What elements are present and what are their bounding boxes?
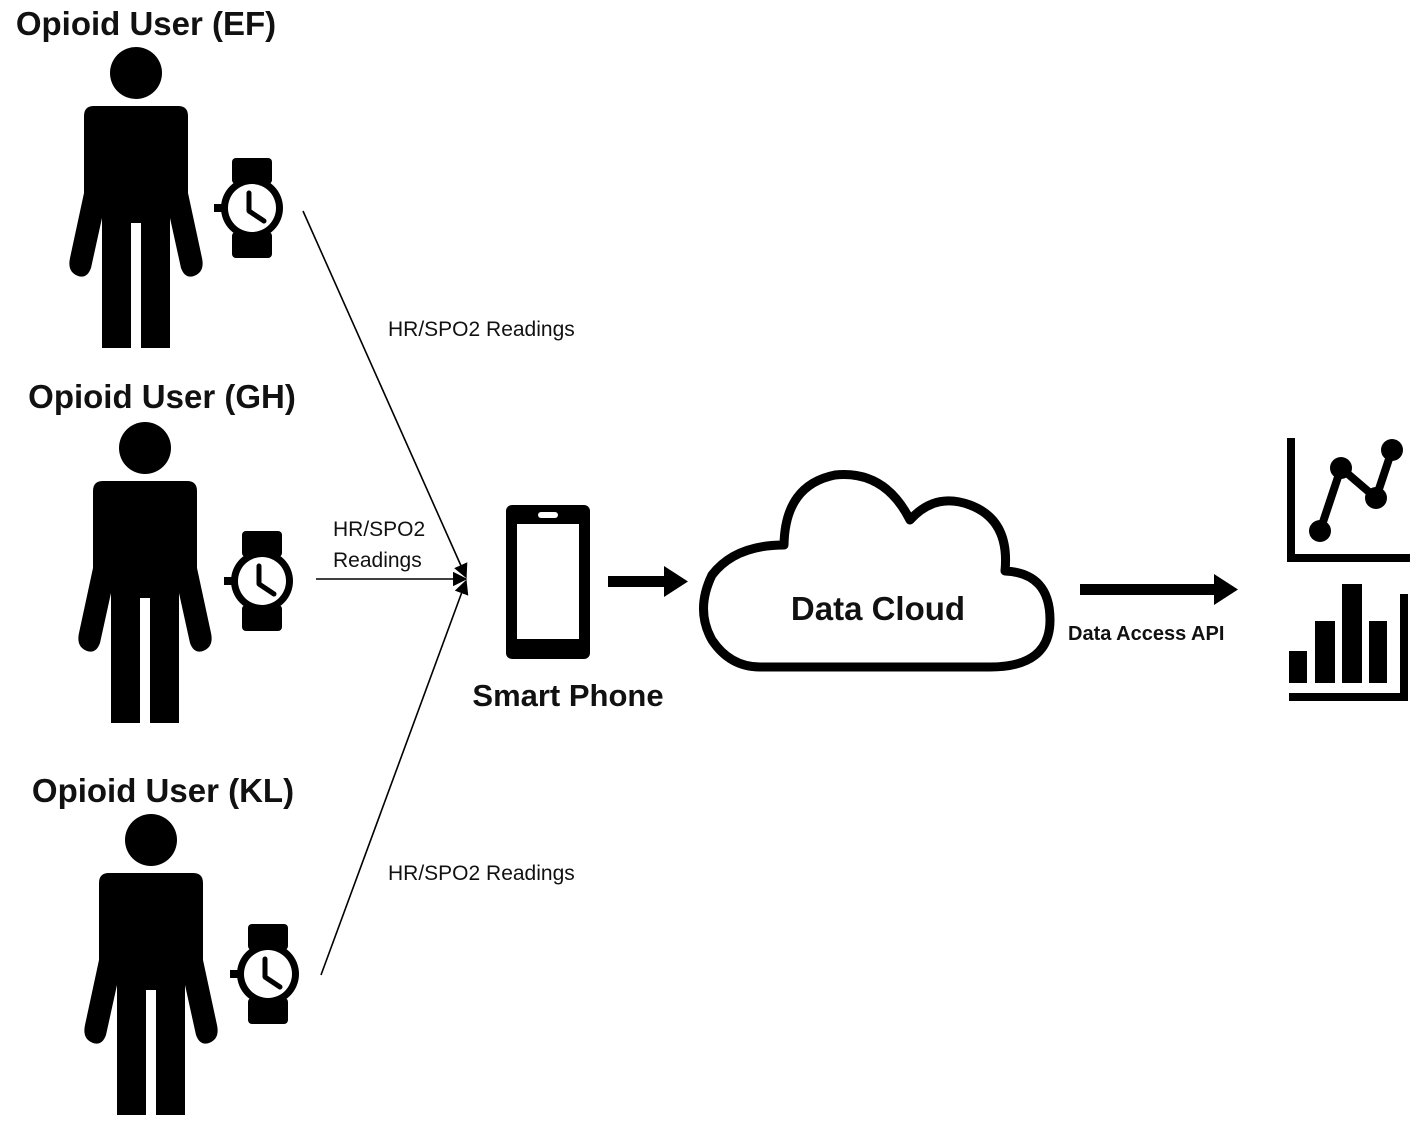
connector-line-bottom — [320, 579, 469, 976]
reading-label-middle-line1: HR/SPO2 — [333, 518, 425, 541]
person-icon — [84, 814, 218, 1120]
cloud-icon — [699, 470, 1055, 672]
user-label-kl: Opioid User (KL) — [32, 772, 294, 809]
line-chart-icon — [1287, 438, 1410, 562]
smartwatch-icon — [214, 158, 283, 258]
person-icon — [78, 422, 212, 728]
bar-chart-icon — [1289, 584, 1408, 701]
cloud-label: Data Cloud — [791, 590, 965, 627]
phone-to-cloud-arrow — [608, 566, 688, 597]
cloud-to-charts-arrow — [1080, 574, 1238, 605]
reading-label-top: HR/SPO2 Readings — [388, 318, 575, 341]
reading-label-bottom: HR/SPO2 Readings — [388, 862, 575, 885]
reading-label-middle-line2: Readings — [333, 549, 422, 572]
smartwatch-icon — [224, 531, 293, 631]
smartphone-icon — [506, 505, 590, 659]
user-label-ef: Opioid User (EF) — [16, 5, 276, 42]
phone-label: Smart Phone — [472, 678, 663, 713]
user-label-gh: Opioid User (GH) — [28, 378, 296, 415]
connector-line-top — [302, 210, 468, 579]
api-label: Data Access API — [1068, 623, 1224, 645]
smartwatch-icon — [230, 924, 299, 1024]
person-icon — [69, 47, 203, 353]
